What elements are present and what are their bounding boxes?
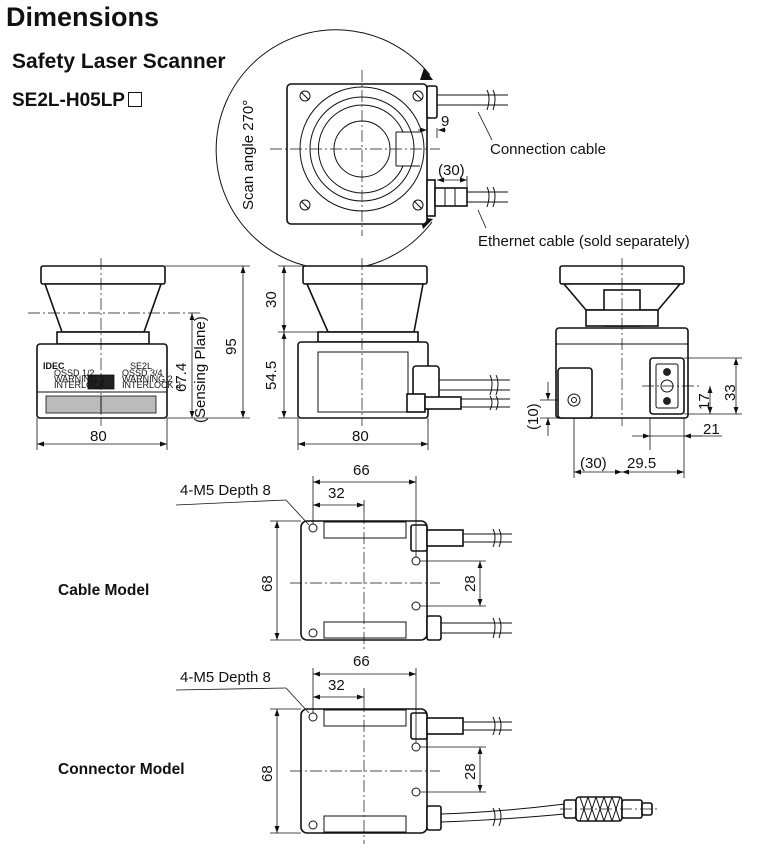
connector-model-view: 4-M5 Depth 8 66 32 68 28 bbox=[175, 653, 660, 844]
cable-model-spacing-32: 32 bbox=[328, 485, 345, 502]
scan-arc-arrow-top bbox=[420, 68, 433, 80]
front-dome bbox=[43, 283, 163, 333]
top-screw-br bbox=[412, 199, 424, 211]
connector-model-gland bbox=[426, 805, 442, 831]
scan-angle-label: Scan angle 270° bbox=[240, 100, 257, 210]
rear-dim-17: 17 bbox=[696, 393, 713, 410]
connection-cable-label: Connection cable bbox=[490, 141, 606, 158]
connector-model-slot-top bbox=[323, 709, 407, 727]
connector-model-eth-socket bbox=[410, 712, 428, 740]
rear-dim-29-5: 29.5 bbox=[627, 455, 656, 472]
cable-model-slot-top bbox=[323, 521, 407, 539]
top-screw-tl bbox=[299, 90, 311, 102]
front-cap bbox=[40, 265, 166, 285]
panel-warning1: WARNING 1 bbox=[54, 374, 105, 384]
model-suffix-box bbox=[127, 92, 142, 107]
side-dome bbox=[305, 283, 424, 333]
side-recess bbox=[317, 351, 409, 413]
cable-model-label: Cable Model bbox=[58, 582, 150, 599]
connector-model-offset-28: 28 bbox=[462, 763, 479, 780]
rear-dim-33: 33 bbox=[722, 384, 739, 401]
panel-warning2: WARNING 2 bbox=[122, 374, 173, 384]
top-view-housing bbox=[286, 83, 428, 225]
connector-model-label: Connector Model bbox=[58, 761, 185, 778]
panel-brand: IDEC bbox=[43, 361, 65, 371]
side-head-30: 30 bbox=[263, 291, 280, 308]
front-width-80: 80 bbox=[90, 428, 107, 445]
front-display bbox=[87, 374, 115, 390]
cable-model-slot-bottom bbox=[323, 621, 407, 639]
connector-model-holes-label: 4-M5 Depth 8 bbox=[180, 669, 271, 686]
top-view: 9 (30) Connection cable Ethernet cable (… bbox=[215, 29, 690, 271]
side-cap bbox=[302, 265, 428, 285]
model-code-text: SE2L-H05LP bbox=[12, 90, 125, 111]
top-eth-socket bbox=[426, 179, 436, 217]
cable-model-offset-28: 28 bbox=[462, 575, 479, 592]
rear-dim-10: (10) bbox=[525, 403, 542, 430]
product-name: Safety Laser Scanner bbox=[12, 50, 226, 73]
ethernet-cable-label: Ethernet cable (sold separately) bbox=[478, 233, 690, 250]
side-eth-plug bbox=[424, 396, 462, 410]
cable-model-height-68: 68 bbox=[259, 575, 276, 592]
top-screw-tr bbox=[412, 90, 424, 102]
sensing-plane-label: (Sensing Plane) bbox=[192, 316, 209, 423]
panel-model: SE2L bbox=[130, 361, 152, 371]
rear-dim-21: 21 bbox=[703, 421, 720, 438]
cable-model-gland bbox=[426, 615, 442, 641]
panel-ossd34: OSSD 3/4 bbox=[122, 368, 163, 378]
side-body-54-5: 54.5 bbox=[263, 361, 280, 390]
panel-ossd12: OSSD 1/2 bbox=[54, 368, 95, 378]
rear-connector-block bbox=[557, 367, 593, 419]
side-width-80: 80 bbox=[352, 428, 369, 445]
connector-model-hole-bl bbox=[308, 820, 318, 830]
model-code: SE2L-H05LP bbox=[12, 90, 142, 112]
sensing-plane-value: 67.4 bbox=[173, 363, 190, 392]
side-neck bbox=[317, 331, 419, 343]
rear-view: 33 17 (10) 21 (30) 29.5 bbox=[525, 258, 742, 478]
top-eth-plug bbox=[434, 187, 468, 207]
cable-model-holes-label: 4-M5 Depth 8 bbox=[180, 482, 271, 499]
side-eth-socket bbox=[406, 393, 426, 413]
front-neck bbox=[56, 331, 150, 345]
cable-model-eth-plug bbox=[426, 529, 464, 547]
cable-model-hole-bl bbox=[308, 628, 318, 638]
rear-eth-port bbox=[567, 393, 581, 407]
side-view: 80 30 54.5 bbox=[263, 258, 510, 450]
panel-interlock2: INTERLOCK 2 bbox=[122, 380, 181, 390]
connector-model-eth-plug bbox=[426, 717, 464, 735]
dim-9: 9 bbox=[441, 113, 449, 130]
connection-cable-leader bbox=[477, 111, 493, 141]
cable-model-eth-socket bbox=[410, 524, 428, 552]
ethernet-cable-leader bbox=[477, 209, 487, 229]
panel-interlock: INTERLOCK bbox=[54, 380, 106, 390]
top-screw-bl bbox=[299, 199, 311, 211]
connector-model-slot-bottom bbox=[323, 815, 407, 833]
connector-model-height-68: 68 bbox=[259, 765, 276, 782]
connector-model-spacing-32: 32 bbox=[328, 677, 345, 694]
dim-30-top: (30) bbox=[438, 162, 465, 179]
cable-model-view: 4-M5 Depth 8 66 32 68 28 bbox=[175, 462, 512, 652]
rear-dim-30: (30) bbox=[580, 455, 607, 472]
connector-model-width-66: 66 bbox=[353, 653, 370, 670]
front-view: IDEC SE2L OSSD 1/2 WARNING 1 INTERLOCK O… bbox=[28, 258, 250, 450]
cable-model-width-66: 66 bbox=[353, 462, 370, 479]
top-cable-gland bbox=[426, 85, 438, 119]
front-height-95: 95 bbox=[223, 338, 240, 355]
page-title: Dimensions bbox=[6, 2, 160, 32]
